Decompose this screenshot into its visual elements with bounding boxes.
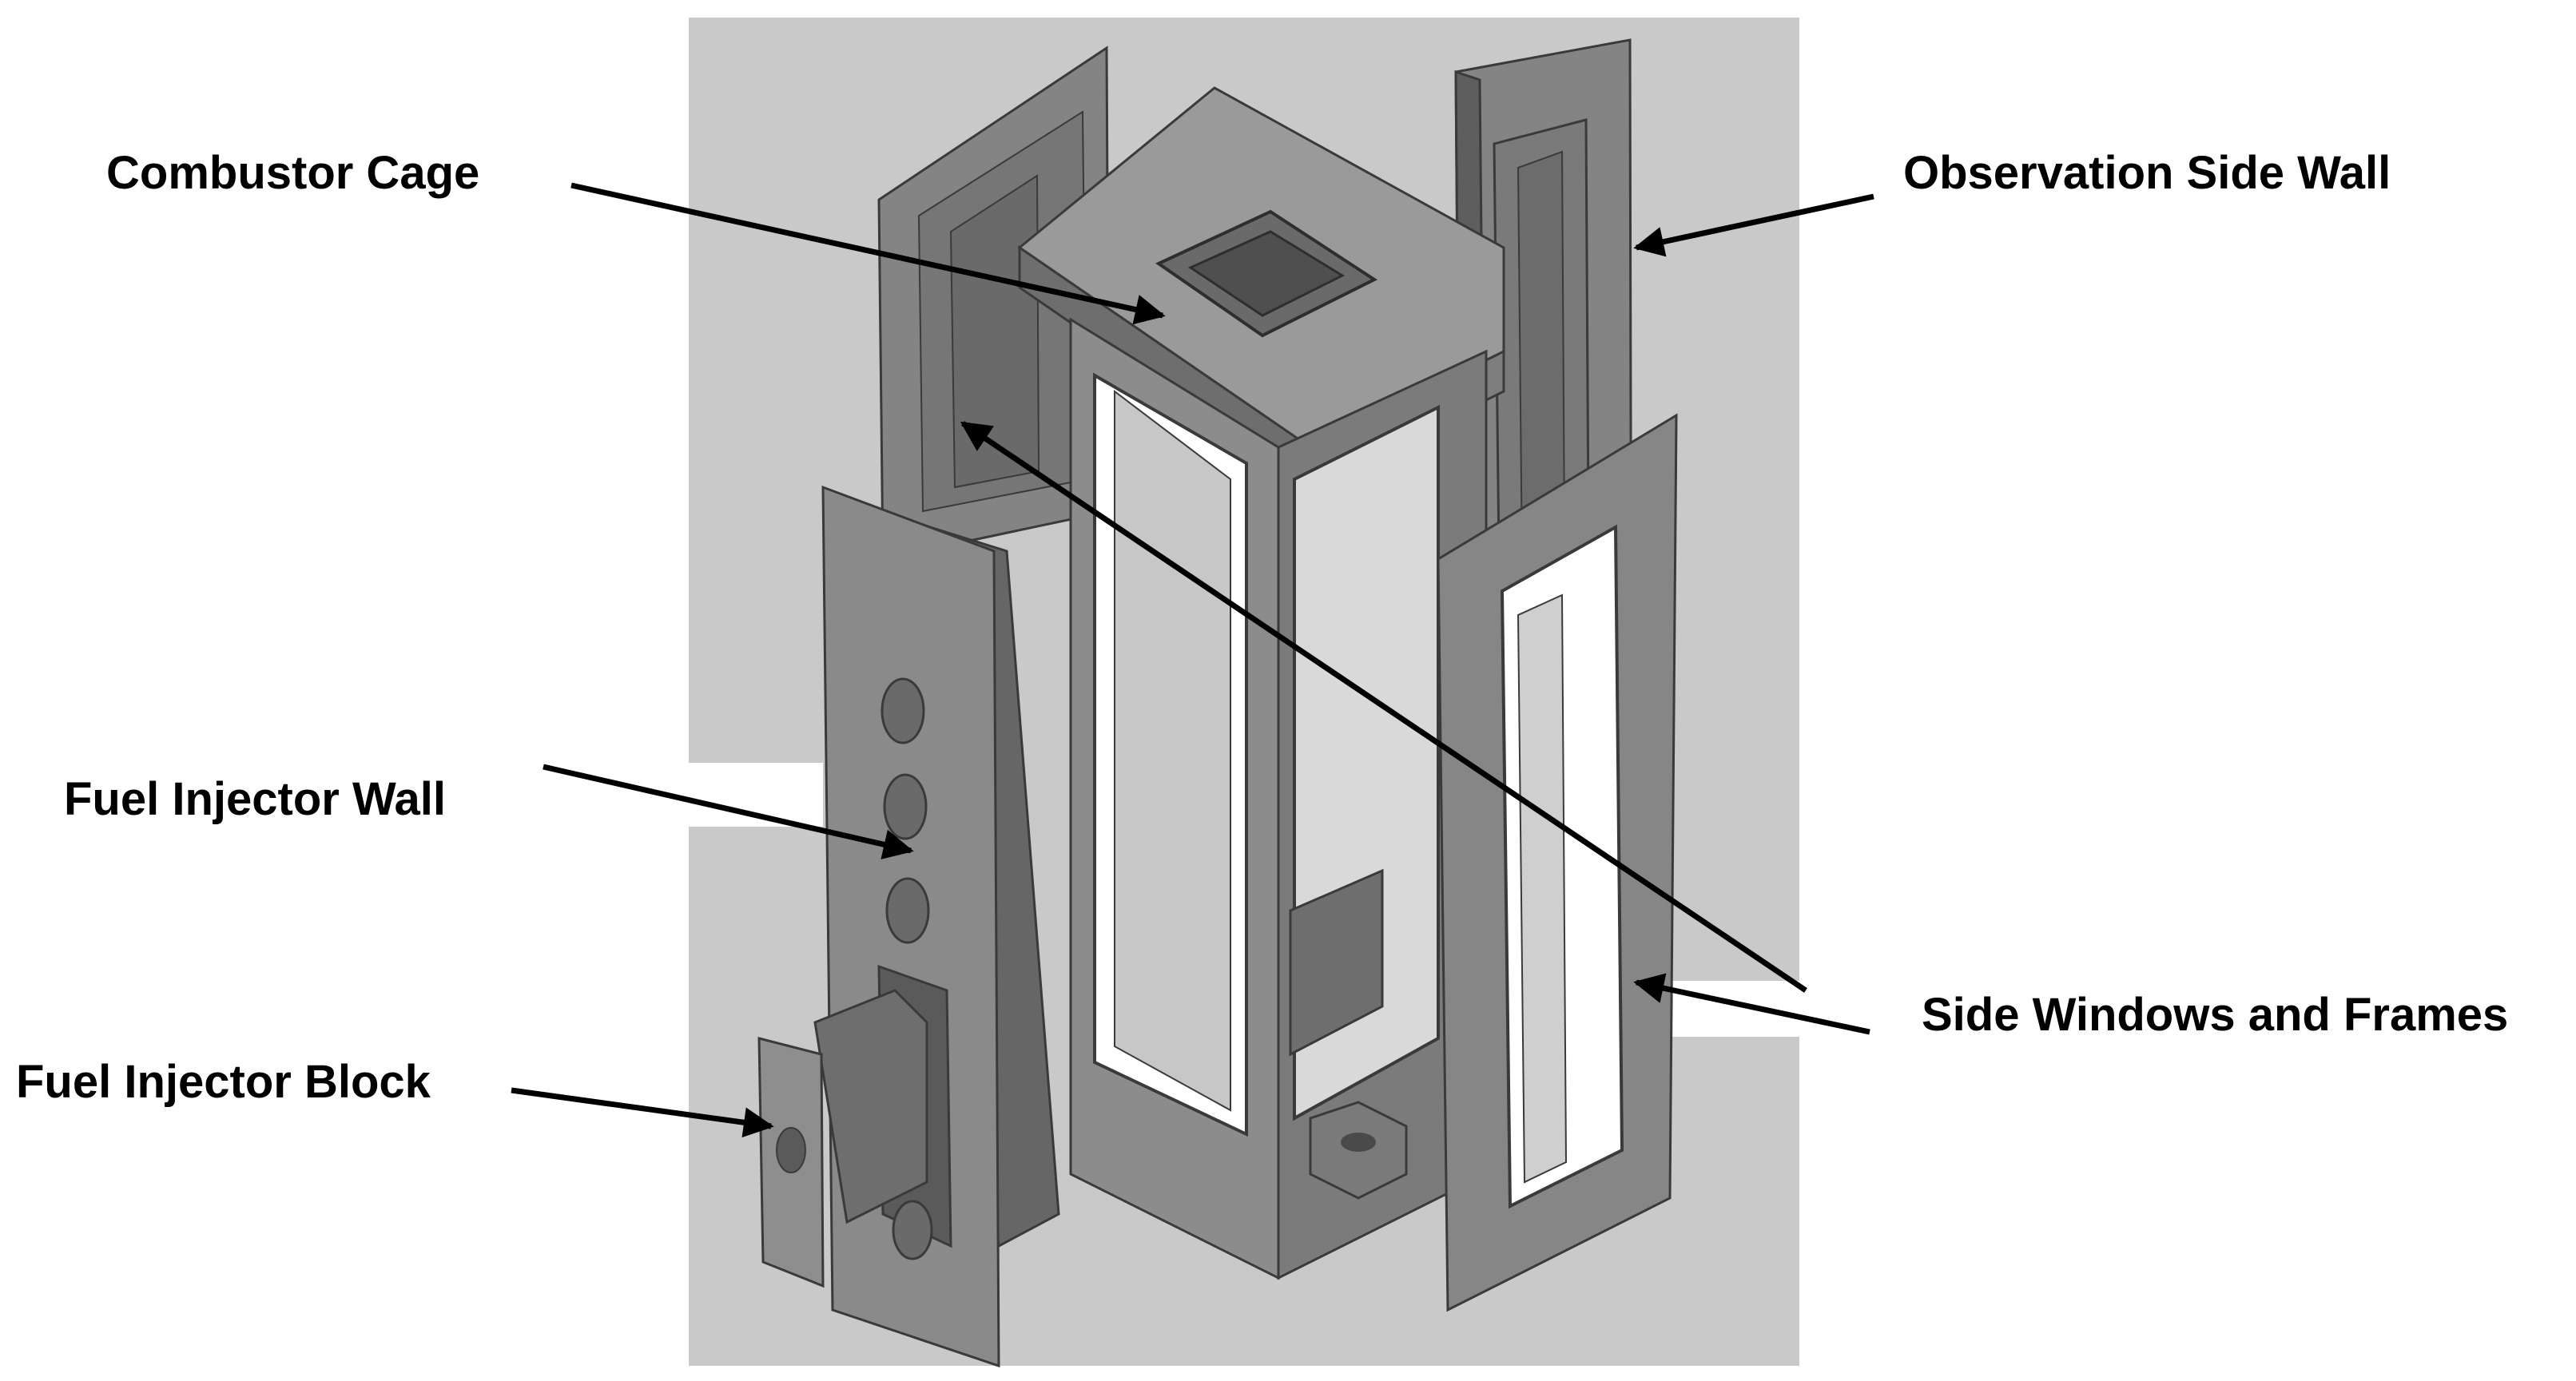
side-windows-and-frames-part — [1437, 413, 1678, 1312]
combustor-cage-part — [1017, 86, 1505, 1280]
label-side-windows-and-frames: Side Windows and Frames — [1922, 989, 2508, 1041]
arrow-fuel-injector-block — [511, 1087, 774, 1138]
back-left-wall-part — [877, 46, 1111, 561]
panel-gap-left — [559, 763, 823, 827]
label-fuel-injector-wall: Fuel Injector Wall — [64, 773, 446, 825]
arrow-side-windows-to-frame — [1633, 973, 1870, 1035]
arrow-fuel-injector-wall — [543, 764, 914, 859]
label-observation-side-wall: Observation Side Wall — [1903, 147, 2391, 199]
arrow-combustor-cage — [570, 182, 1166, 325]
panel-gap-right — [1662, 981, 1822, 1037]
label-fuel-injector-block: Fuel Injector Block — [16, 1056, 431, 1108]
arrow-side-windows-to-back-frame — [960, 421, 1807, 993]
fuel-injector-block-part — [757, 989, 928, 1288]
arrow-observation-side-wall — [1633, 193, 1874, 257]
label-combustor-cage: Combustor Cage — [106, 147, 479, 199]
